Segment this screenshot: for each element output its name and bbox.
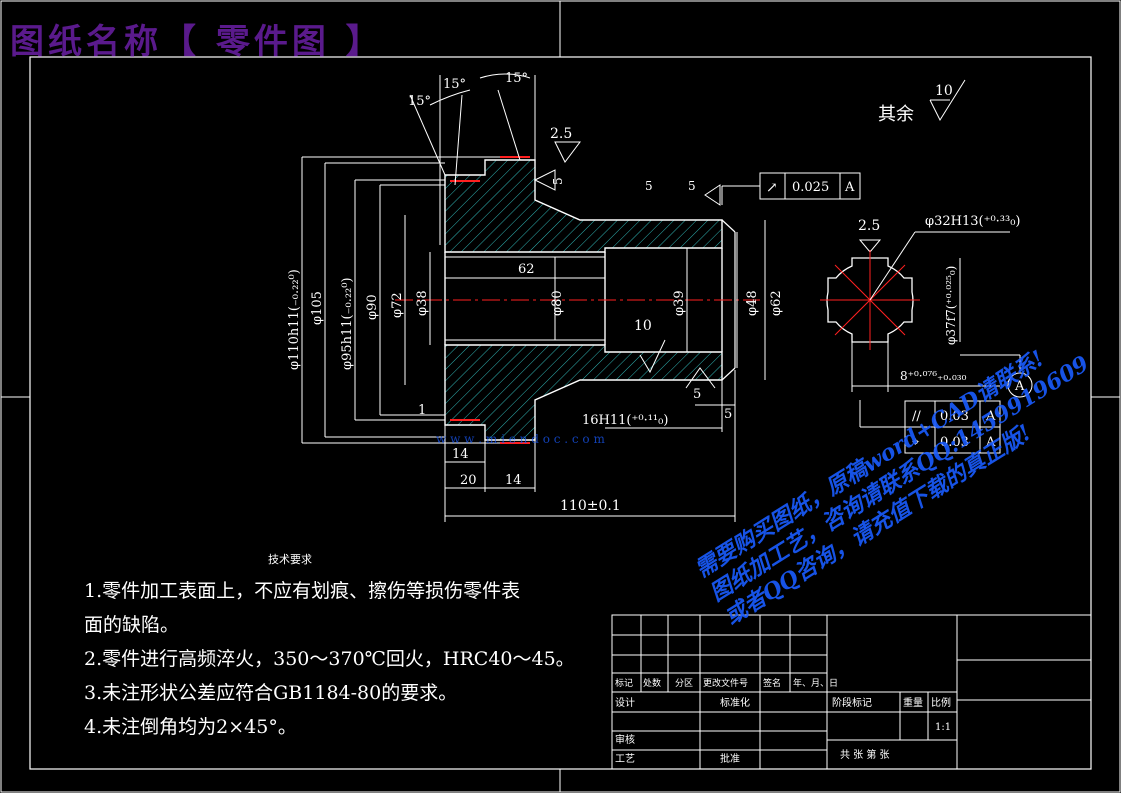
upper-hatch — [444, 159, 723, 253]
tb-review: 审核 — [615, 733, 635, 746]
part-section — [444, 156, 736, 444]
tolerance-symbol: ⌖ — [912, 435, 920, 450]
roughness-symbols — [533, 79, 966, 389]
dim-d80: φ80 — [550, 290, 565, 316]
dim-d110: φ110h11(₋₀.₂₂⁰) — [287, 269, 302, 370]
tb-sheet: 共 张 第 张 — [840, 748, 890, 761]
dim-len1: 1 — [418, 403, 426, 418]
dim-len14a: 14 — [452, 447, 469, 462]
tb-process: 工艺 — [615, 753, 635, 765]
dim-d90: φ90 — [365, 294, 380, 320]
roughness-other-value: 10 — [935, 83, 953, 99]
dim-len5: 5 — [724, 407, 732, 422]
roughness-value: 2.5 — [858, 218, 880, 234]
dim-d72: φ72 — [390, 292, 405, 318]
dim-len62: 62 — [518, 262, 535, 277]
title-block — [611, 614, 1092, 770]
dim-d39: φ39 — [672, 290, 687, 316]
roughness-value: 10 — [634, 318, 652, 334]
tech-item: 3.未注形状公差应符合GB1184-80的要求。 — [84, 682, 458, 704]
tolerance-symbol: ↗ — [766, 180, 778, 196]
tolerance-datum: A — [985, 435, 996, 450]
tb-standard: 标准化 — [720, 696, 750, 709]
dim-len16: 16H11(⁺⁰·¹¹₀) — [582, 413, 668, 428]
tb-header: 处数 — [643, 677, 661, 689]
tb-header: 标记 — [615, 677, 633, 689]
dim-d38: φ38 — [415, 290, 430, 316]
angle-label: 15° — [505, 71, 528, 86]
tech-item: 1.零件加工表面上，不应有划痕、擦伤等损伤零件表 — [84, 580, 521, 602]
spline-d37: φ37f7(⁺⁰·⁰²⁵₀) — [944, 266, 958, 345]
angle-label: 15° — [443, 77, 466, 92]
tolerance-datum: A — [844, 180, 855, 195]
diameter-dims — [301, 156, 766, 444]
tech-item: 4.未注倒角均为2×45°。 — [84, 716, 297, 738]
watermark-site: w w w . m i e n d o c . c o m — [436, 432, 605, 446]
tolerance-symbol: // — [912, 409, 921, 424]
dim-len20: 20 — [460, 473, 477, 488]
tech-item: 面的缺陷。 — [84, 614, 180, 636]
dim-d95: φ95h11(₋₀.₂₂⁰) — [340, 277, 355, 370]
tb-header: 分区 — [675, 678, 693, 689]
tolerance-frame-top — [721, 172, 861, 205]
tolerance-value: 0.025 — [792, 180, 829, 195]
tb-header: 签名 — [763, 677, 781, 689]
dim-d62: φ62 — [769, 290, 784, 316]
spline-d32: φ32H13(⁺⁰·³³₀) — [925, 214, 1021, 229]
tech-item: 2.零件进行高频淬火，350～370℃回火，HRC40～45。 — [84, 648, 575, 670]
tb-scale-label: 比例 — [931, 696, 951, 709]
tb-header: 年、月、日 — [793, 677, 838, 689]
tolerance-datum: A — [985, 409, 996, 424]
tb-stage: 阶段标记 — [832, 696, 872, 709]
roughness-value: 5 — [551, 177, 565, 185]
lower-hatch — [444, 344, 723, 441]
tech-requirements-title: 技术要求 — [268, 553, 312, 566]
roughness-value: 5 — [688, 179, 696, 193]
spline-datum: A — [1014, 379, 1025, 394]
roughness-value: 5 — [645, 179, 653, 193]
tb-design: 设计 — [615, 696, 635, 709]
length-dims — [444, 277, 736, 522]
dim-d48: φ48 — [745, 290, 760, 316]
roughness-value: 5 — [693, 387, 701, 402]
angle-leaders — [409, 73, 536, 245]
tb-header: 更改文件号 — [703, 677, 748, 689]
roughness-value: 2.5 — [550, 126, 572, 142]
tb-weight: 重量 — [903, 696, 923, 709]
dim-len14b: 14 — [505, 473, 522, 488]
dim-d105: φ105 — [310, 291, 325, 325]
drawing-labels: 15° 15° 15° 其余 10 2.5 5 5 5 10 5 2.5 φ11… — [287, 71, 1025, 765]
spline-w8: 8⁺⁰·⁰⁷⁶₊₀.₀₃₀ — [900, 369, 967, 383]
roughness-other-label: 其余 — [878, 104, 914, 125]
tb-approve: 批准 — [720, 752, 740, 765]
dim-len110: 110±0.1 — [560, 498, 621, 514]
tolerance-value: 0.03 — [940, 435, 969, 450]
tolerance-value: 0.03 — [940, 409, 969, 424]
title-banner: 图纸名称【 零件图 】 — [10, 22, 384, 62]
angle-label: 15° — [408, 94, 431, 109]
tb-scale-value: 1:1 — [935, 722, 951, 733]
tech-requirements-list: 1.零件加工表面上，不应有划痕、擦伤等损伤零件表 面的缺陷。 2.零件进行高频淬… — [84, 574, 575, 744]
spline-dims — [851, 231, 1033, 454]
